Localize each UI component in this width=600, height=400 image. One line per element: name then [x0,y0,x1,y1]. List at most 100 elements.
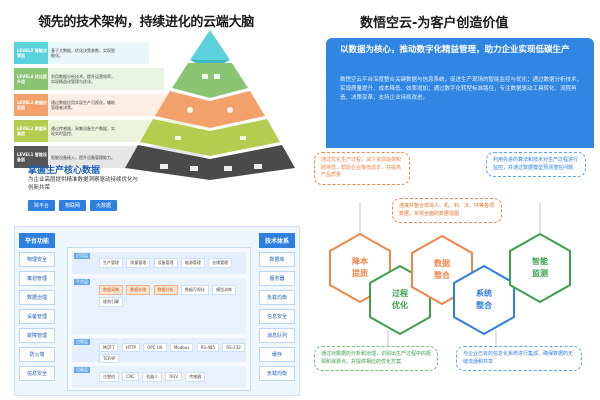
function-item: 数据治理 [19,290,55,305]
layer-label: 边缘层 [74,339,90,345]
layer-item: TCP/IP [99,354,120,363]
layer-item: 传感器 [185,372,206,382]
hex-label-data-integration: 数据 整合 [422,258,462,282]
layer-item: Modbus [169,343,194,352]
pyramid-tier-5 [190,30,230,60]
layer-item: CNC [122,372,139,381]
tech-pyramid [125,30,295,180]
layer-edge: 边缘层 MQTT HTTP OPC UA Modbus RS-485 RS-23… [72,338,246,363]
left-panel: 领先的技术架构，持续进化的云端大脑 LEVEL5 智能决策层 基于大数据，优化决… [14,15,300,396]
callout-monitoring: 利用先进的算法和技术对生产过程进行监控，并通过数据模型预测潜在问题 [486,152,586,177]
architecture-layers: 应用层 生产管理 质量管理 设备管理 能源管理 仓储管理 平台层 数据采集 数据… [67,247,251,391]
hex-smart-monitor [509,232,571,304]
hex-label-line: 提质 [352,269,368,278]
layer-item: RS-485 [196,343,220,352]
icon-chart [202,74,208,79]
layer-label: 平台层 [74,279,90,285]
pyramid-tier-4 [172,63,248,98]
level-3-row: LEVEL3 数据应用层 通过数据应用实现生产可视化，辅助管理者决策。 [14,94,179,116]
platform-functions: 平台功能 物理安全 策划管理 数据治理 设备管理 故障管理 防火墙 信息安全 [19,233,55,381]
level-tag: LEVEL5 智能决策层 [14,42,48,64]
hex-label-line: 降本 [352,257,368,266]
layer-item: RS-232 [222,343,245,352]
pyramid-tier-1 [125,145,295,180]
layer-item: 仓储管理 [208,258,233,268]
callout-data-integration: 连接并整合现场人、机、料、法、环等各项数据，实现全面的数据视图 [392,198,502,223]
layer-item: 能源管理 [180,258,205,268]
level-4-row: LEVEL4 优化提升层 利用数据分析技术，提升运营效率，实现精益化管理与优化。 [14,68,164,90]
architecture-diagram: 平台功能 物理安全 策划管理 数据治理 设备管理 故障管理 防火墙 信息安全 应… [14,226,300,396]
function-item: 信息安全 [19,366,55,381]
pyramid-tier-3 [155,91,265,128]
level-tag: LEVEL4 优化提升层 [14,68,48,90]
icon-sensor [240,136,246,140]
layer-item: 模型训练 [212,285,237,295]
left-title: 领先的技术架构，持续进化的云端大脑 [38,15,254,30]
value-hex-diagram [329,202,571,346]
icon-gear [187,107,193,113]
hex-label-smart-monitor: 智能 监测 [520,256,560,280]
hex-label-line: 智能 [532,257,548,266]
layer-item: 规则引擎 [99,297,123,307]
icon-sensor [175,136,181,140]
level-desc: 利用数据分析技术，提升运营效率，实现精益化管理与优化。 [51,74,115,84]
hex-label-line: 监测 [532,269,548,278]
icon-chart [214,74,220,79]
pill-cross-platform: 跨平台 [28,200,56,211]
layer-item: 数据可视化 [180,285,209,295]
layer-item: HTTP [121,343,140,352]
level-desc: 智能设备接入，提升设备管理能力。 [51,154,115,160]
hex-label-line: 过程 [392,289,408,298]
layer-item: 质量管理 [126,258,151,268]
layer-item: 机器人 [142,372,163,382]
pyramid-tier-2 [140,119,280,156]
hex-label-system-integration: 系统 整合 [464,288,504,312]
callout-process-analysis: 通过对数据的分析和治理，识别出生产过程中的瓶颈和浪费点，并提供相应的优化方案 [314,346,438,371]
function-item: 物理安全 [19,252,55,267]
level-tag: LEVEL2 数据采集层 [14,120,48,142]
level-desc: 基于大数据，优化决策参数，实现智能化。 [51,48,115,58]
banner-title: 以数据为核心，推动数字化精益管理，助力企业实现低碳生产 [340,45,570,55]
layer-platform: 平台层 数据采集 数据存储 数据分析 数据可视化 模型训练 规则引擎 [72,278,246,334]
layer-item: OPC UA [143,343,167,352]
layer-label: 应用层 [74,253,90,259]
value-banner: 以数据为核心，推动数字化精益管理，助力企业实现低碳生产 数悟空云平台深度整合关键… [326,38,594,148]
icon-gear [227,107,233,113]
layer-application: 应用层 生产管理 质量管理 设备管理 能源管理 仓储管理 [72,252,246,274]
tech-item: 数据库 [259,252,295,267]
hex-shape [509,232,571,304]
function-item: 防火墙 [19,347,55,362]
hex-label-process-optimize: 过程 优化 [380,288,420,312]
tech-system: 技术体系 数据库 服务器 负载均衡 信息安全 消息队列 缓存 负载均衡 [259,233,295,381]
icon-machine [190,166,198,171]
layer-device: 设备层 注塑机 CNC 机器人 AGV 传感器 [72,366,246,388]
platform-functions-head: 平台功能 [19,233,55,248]
function-item: 故障管理 [19,328,55,343]
hex-label-cost-quality: 降本 提质 [340,256,380,280]
hex-label-line: 整合 [476,301,492,310]
tech-item: 信息安全 [259,309,295,324]
function-item: 设备管理 [19,309,55,324]
level-desc: 通过传感器，采集设备生产数据，实现实时监控。 [51,126,115,136]
icon-machine [160,164,168,169]
level-5-row: LEVEL5 智能决策层 基于大数据，优化决策参数，实现智能化。 [14,42,149,64]
layer-item: 注塑机 [99,372,119,382]
layer-item: 数据采集 [99,285,123,295]
pyramid-icons [160,74,262,171]
tech-item: 消息队列 [259,328,295,343]
hex-label-line: 优化 [392,301,408,310]
banner-body: 数悟空云平台深度整合关键数据与信息系统，促进生产现场的智能监控与优化；通过数据分… [340,77,583,101]
layer-item: 数据分析 [153,285,178,295]
pill-iot: 物联网 [59,200,87,211]
tech-item: 负载均衡 [259,366,295,381]
layer-item: AGV [165,372,182,381]
tech-item: 服务器 [259,271,295,286]
layer-item: 数据存储 [126,285,151,295]
right-title: 数悟空云-为客户创造价值 [360,16,509,31]
level-tag: LEVEL3 数据应用层 [14,94,48,116]
icon-machine [254,164,262,169]
core-pills: 跨平台 物联网 大数据 [28,200,118,211]
right-panel: 数悟空云-为客户创造价值 以数据为核心，推动数字化精益管理，助力企业实现低碳生产… [300,0,600,400]
core-data-title: 掌握生产核心数据 [28,166,101,176]
layer-label: 设备层 [74,367,90,373]
